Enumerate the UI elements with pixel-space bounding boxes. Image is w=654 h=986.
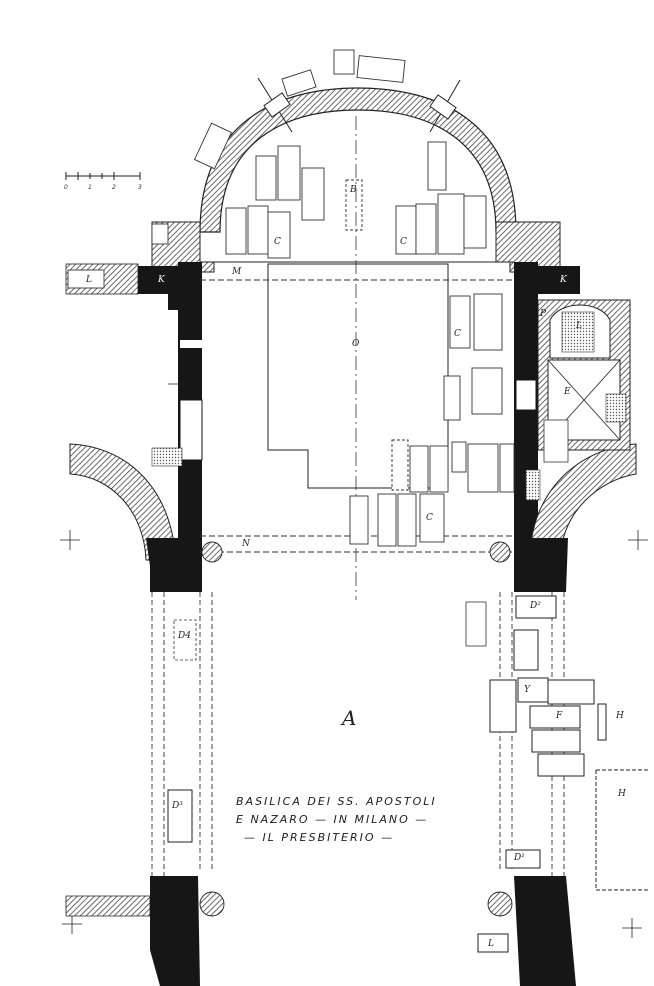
label-F: F [556,711,563,721]
label-O: O [352,339,360,349]
annex-rooms [489,629,650,891]
presbytery-tombs [349,293,515,547]
label-E: E [564,387,571,397]
label-nave-A: A [342,706,357,730]
label-P: P [540,309,547,319]
caption-line-2: E NAZARO — IN MILANO — [236,813,429,826]
caption-line-3: — IL PRESBITERIO — [244,831,395,844]
label-L-left: L [86,275,92,285]
lower-walls [65,876,576,986]
caption-line-1: BASILICA DEI SS. APOSTOLI [236,795,437,808]
label-H-lower: H [618,789,626,799]
side-chapel [537,299,631,463]
scale-bar [65,172,141,180]
label-D4: D4 [178,631,191,641]
apse-tombs [193,49,487,259]
scale-tick-3: 3 [138,184,142,191]
label-L-bottom: L [488,939,494,949]
presbytery-platform [267,263,449,489]
label-M: M [232,267,242,277]
label-Y: Y [524,685,530,695]
label-D2: D² [530,601,541,611]
piers [199,541,513,917]
right-corner-solid [514,538,568,592]
label-H-upper: H [616,711,624,721]
label-C-presbytery: C [454,329,461,339]
label-C-apse-right: C [400,237,407,247]
minor-rooms [67,223,578,290]
scale-tick-1: 1 [88,184,92,191]
scale-tick-2: 2 [112,184,116,191]
scale-tick-0: 0 [64,184,68,191]
label-C-lower: C [426,513,433,523]
label-B: B [350,185,357,195]
left-corner-solid [146,538,198,592]
label-D3: D³ [172,801,183,811]
label-D1: D¹ [514,853,525,863]
label-L-chapel: L [576,321,582,331]
label-N: N [242,539,250,549]
label-K-left: K [158,275,165,285]
label-C-apse-left: C [274,237,281,247]
transept-corners [69,443,637,592]
label-K-right: K [560,275,567,285]
